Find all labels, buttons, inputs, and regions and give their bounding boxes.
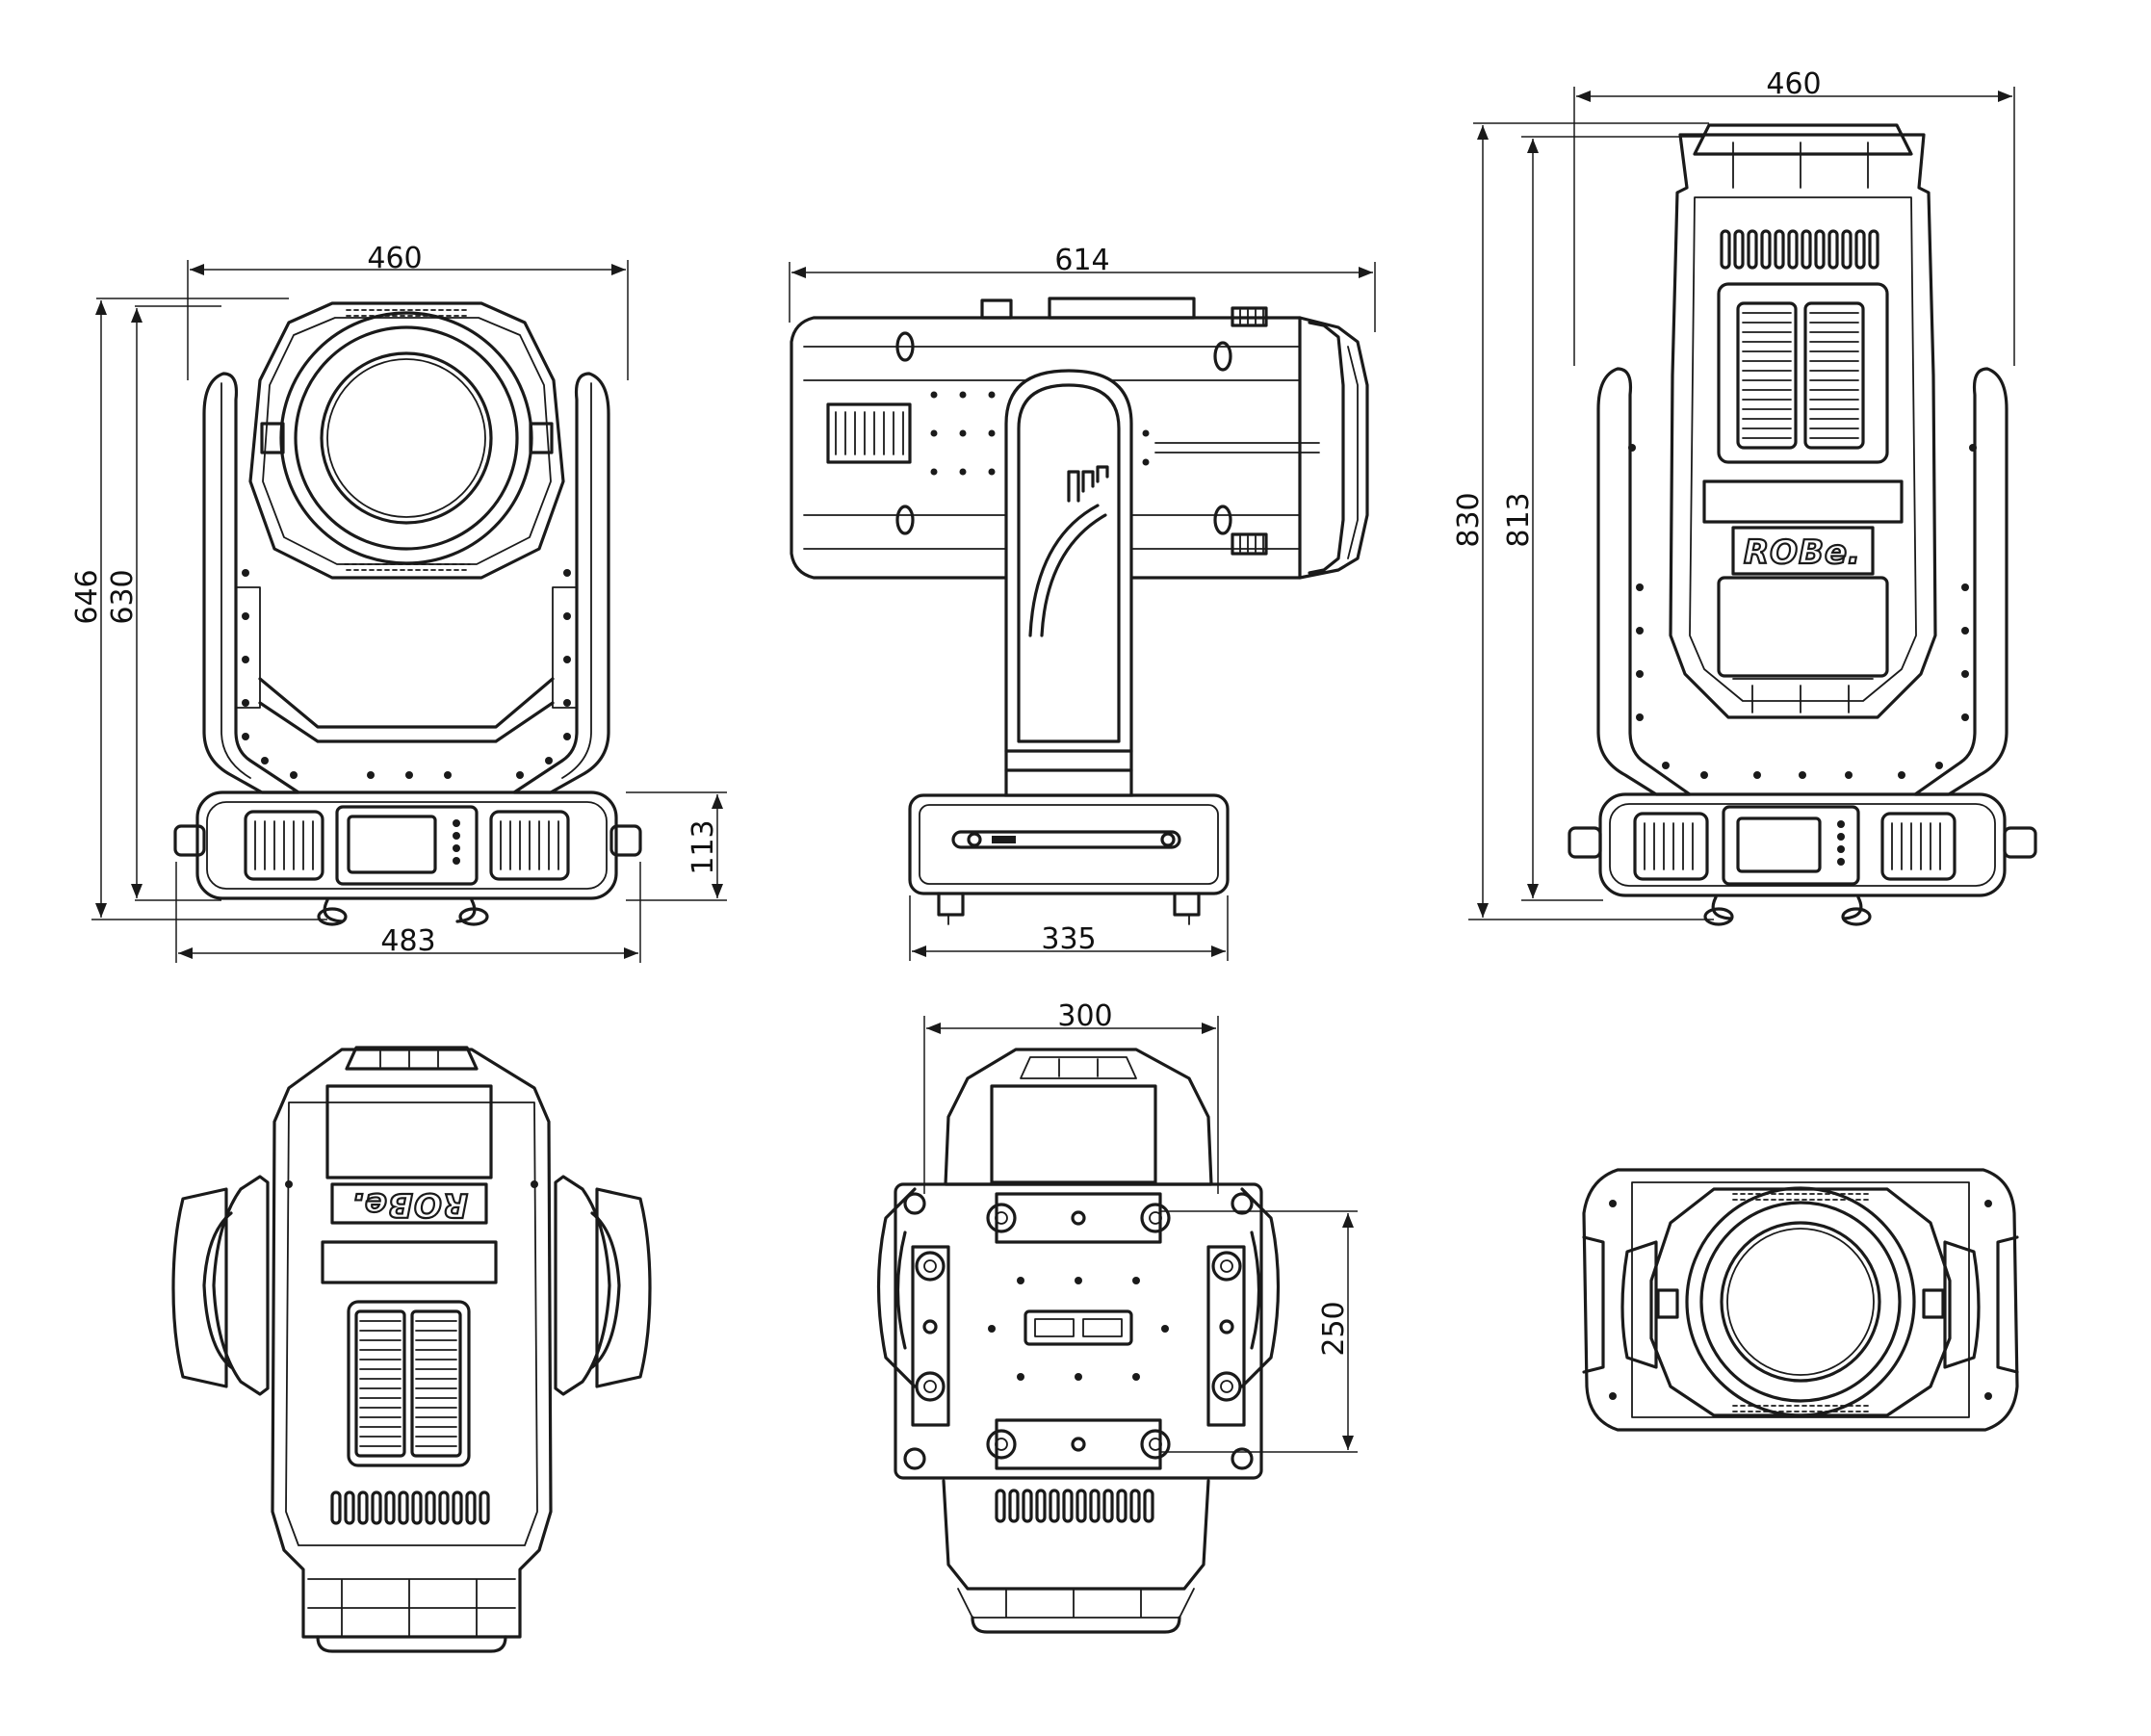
- center-latch: [1024, 1309, 1133, 1346]
- bottom-slots: [995, 1489, 1154, 1523]
- mount-bracket-left: [911, 1245, 950, 1427]
- dim-front-width-bottom: 483: [380, 924, 435, 958]
- dim-bottom-mount-spacing: 250: [1317, 1301, 1351, 1356]
- dim-front-height-total: 646: [70, 569, 104, 624]
- side-view: [790, 297, 1369, 925]
- dim-rear-height-total: 830: [1452, 492, 1486, 547]
- dim-front-width: 460: [367, 242, 422, 275]
- rear-arm-screws: [1628, 444, 1977, 779]
- mount-bracket-bottom: [986, 1418, 1171, 1470]
- mount-bracket-right: [1206, 1245, 1246, 1427]
- rear-base-vent-right: [1880, 812, 1957, 881]
- dim-front-base-height: 113: [687, 819, 720, 874]
- front-dimensions: 460 646 630 113 483: [70, 242, 727, 963]
- front-view: [173, 301, 642, 926]
- bottom-dimensions: 300 250: [923, 999, 1358, 1453]
- dim-side-base-depth: 335: [1041, 922, 1096, 956]
- bottom-screws: [988, 1277, 1169, 1381]
- dim-front-height-body: 630: [106, 569, 140, 624]
- rear-logo: ROBe.: [1744, 533, 1861, 572]
- rear-view: ROBe.: [1568, 123, 2037, 926]
- top-logo: ROBe.: [350, 1185, 468, 1224]
- rear-base-vent-left: [1633, 812, 1709, 881]
- rear-dimensions: 460 830 813: [1452, 67, 2015, 920]
- rear-slots: [1720, 229, 1879, 270]
- dim-side-length: 614: [1054, 244, 1109, 277]
- display-panel: [335, 805, 479, 886]
- rear-vent-grille: [1736, 301, 1865, 450]
- yoke-arm-side: [1004, 369, 1133, 797]
- top-vent-grille: [347, 1300, 471, 1467]
- head-side: [790, 297, 1369, 580]
- dim-rear-height-body: 813: [1502, 492, 1536, 547]
- rear-display-panel: [1722, 805, 1860, 886]
- dim-rear-width: 460: [1766, 67, 1821, 101]
- base-vent-left: [244, 810, 324, 881]
- mount-bracket-top: [986, 1192, 1171, 1244]
- top-view: ROBe.: [171, 1046, 652, 1653]
- top-slots: [330, 1490, 490, 1525]
- head-front: [248, 301, 565, 580]
- bottom-view: [876, 1048, 1281, 1634]
- dim-bottom-width: 300: [1057, 999, 1112, 1033]
- head-rear: ROBe.: [1669, 123, 1937, 719]
- arm-screws: [242, 569, 571, 779]
- side-dimensions: 614 335: [789, 244, 1376, 961]
- lens-bottom-view: [1582, 1168, 2019, 1432]
- base-vent-right: [489, 810, 570, 881]
- side-screws: [930, 391, 1150, 476]
